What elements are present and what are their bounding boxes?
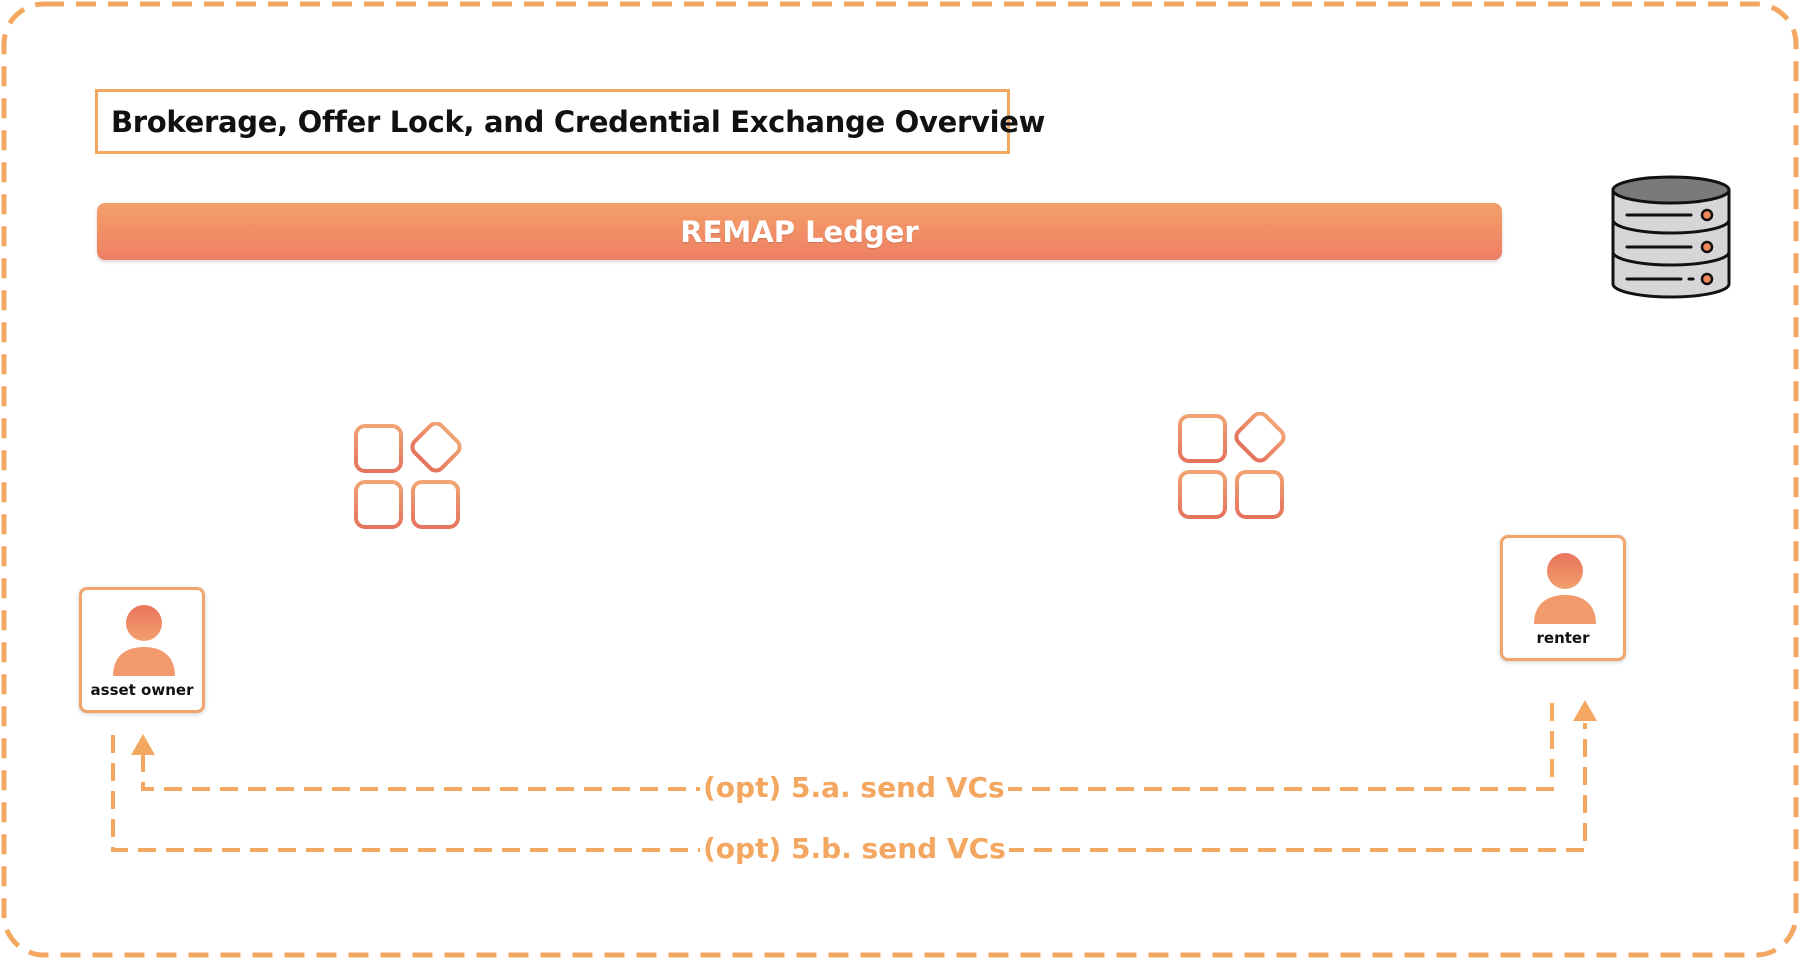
apps-icon-right <box>1178 412 1286 519</box>
actor-label-asset-owner: asset owner <box>90 681 194 699</box>
arrowhead-renter <box>1573 700 1597 721</box>
ledger-label: REMAP Ledger <box>680 214 919 249</box>
flow-b-label: (opt) 5.b. send VCs <box>700 832 1009 865</box>
ledger-bar: REMAP Ledger <box>97 203 1502 260</box>
person-icon <box>113 605 175 676</box>
person-icon <box>1534 553 1596 624</box>
actor-asset-owner: asset owner <box>79 587 205 713</box>
database-icon <box>1611 175 1731 299</box>
title-box: Brokerage, Offer Lock, and Credential Ex… <box>95 89 1045 154</box>
apps-icon-left <box>354 422 462 529</box>
actor-renter: renter <box>1500 535 1626 661</box>
page-title: Brokerage, Offer Lock, and Credential Ex… <box>111 104 1046 139</box>
actor-label-renter: renter <box>1536 629 1590 647</box>
arrowhead-asset-owner <box>131 734 155 755</box>
flow-a-label: (opt) 5.a. send VCs <box>700 771 1008 804</box>
